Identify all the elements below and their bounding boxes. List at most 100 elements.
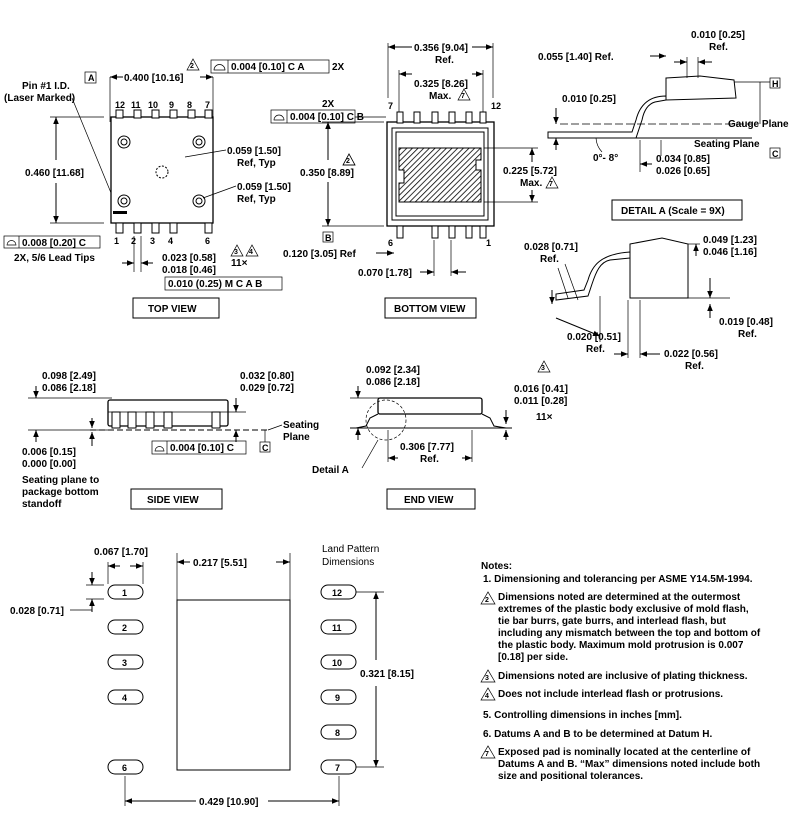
note-2-line: including any mismatch between the top a…	[498, 628, 761, 639]
hole-dim-2-sub: Ref, Typ	[237, 194, 276, 205]
end-detail-label: Detail A	[312, 465, 349, 476]
bottom-view-label: BOTTOM VIEW	[394, 304, 466, 315]
standoff-note-2: package bottom	[22, 487, 99, 498]
end-view-label: END VIEW	[404, 495, 454, 506]
standoff-note-3: standoff	[22, 499, 62, 510]
land-pad	[320, 654, 357, 670]
pad-label: 9	[335, 693, 340, 703]
pad-height-sub: Max.	[520, 178, 542, 189]
top-leads-lower	[115, 222, 213, 234]
detail-a-label-box	[611, 199, 743, 221]
foot-max-dim: 0.034 [0.85]	[656, 154, 710, 165]
lead-detail-left-dim: 0.028 [0.71]	[524, 242, 578, 253]
pin-label: 7	[205, 100, 210, 110]
mounting-hole	[117, 135, 206, 208]
note-1: 1. Dimensioning and tolerancing per ASME…	[483, 574, 753, 585]
pin-label: 8	[187, 100, 192, 110]
profile-tol-frame	[210, 59, 330, 74]
pin-label: 2	[131, 236, 136, 246]
land-pattern-title-2: Dimensions	[322, 557, 374, 568]
lead-detail-body	[629, 237, 689, 299]
pad-width-dim: 0.325 [8.26]	[414, 79, 468, 90]
note-2-line: the plastic body. Maximum mold protrusio…	[498, 640, 744, 651]
note-2-triangle	[186, 58, 200, 71]
end-height-max: 0.092 [2.34]	[366, 365, 420, 376]
pad-label: 3	[122, 658, 127, 668]
land-pad	[107, 654, 144, 670]
end-thick-count: 11×	[536, 412, 553, 423]
land-pad	[320, 619, 357, 635]
position-tol: 0.010 (0.25) M C A B	[168, 279, 262, 290]
pad-label: 12	[332, 588, 342, 598]
pin-label: 9	[169, 100, 174, 110]
bottom-profile-tol: 0.004 [0.10] C B	[290, 112, 364, 123]
lead-detail-bottom-left: 0.020 [0.51]	[567, 332, 621, 343]
land-pattern-title-1: Land Pattern	[322, 544, 379, 555]
pad-height-dim: 0.225 [5.72]	[503, 166, 557, 177]
bottom-profile-frame	[270, 109, 356, 124]
svg-text:7: 7	[461, 93, 465, 100]
svg-text:2: 2	[190, 63, 194, 70]
land-pad	[107, 759, 144, 775]
note-2-line: tie bar burrs, gate burrs, and interlead…	[498, 616, 726, 627]
note-6: 6. Datums A and B to be determined at Da…	[483, 729, 713, 740]
top-width-dim: 0.400 [10.16]	[124, 73, 184, 84]
end-height-min: 0.086 [2.18]	[366, 377, 420, 388]
note-5: 5. Controlling dimensions in inches [mm]…	[483, 710, 682, 721]
profile-tol: 0.004 [0.10] C A	[231, 62, 305, 73]
lead-detail-lead	[555, 251, 631, 301]
pin-label: 11	[131, 100, 141, 110]
lead-detail-foot-sub: Ref.	[738, 329, 757, 340]
svg-text:3: 3	[234, 249, 238, 256]
standoff-max: 0.006 [0.15]	[22, 447, 76, 458]
pin-label: 6	[388, 238, 393, 248]
end-view: 0.092 [2.34] 0.086 [2.18] Detail A 3 0.0…	[312, 360, 568, 510]
pin-label: 1	[114, 236, 119, 246]
top-height-dim: 0.460 [11.68]	[25, 168, 84, 179]
pad-label: 11	[332, 623, 342, 633]
note-7-line: Exposed pad is nominally located at the …	[498, 747, 751, 758]
profile-count: 2X	[332, 62, 345, 73]
datum-a-label: A	[88, 73, 95, 83]
detail-top-dim-sub: Ref.	[709, 42, 728, 53]
pin1-sublabel: (Laser Marked)	[4, 93, 75, 104]
svg-text:7: 7	[549, 181, 553, 188]
side-flat-tol: 0.004 [0.10] C	[170, 443, 234, 454]
side-plane-label: Plane	[283, 432, 310, 443]
note-2-line: extremes of the plastic body exclusive o…	[498, 604, 749, 615]
pad-length-dim: 0.067 [1.70]	[94, 547, 148, 558]
bottom-offset-dim: 0.120 [3.05] Ref	[283, 249, 356, 260]
notes-title: Notes:	[481, 561, 512, 572]
land-total-width: 0.429 [10.90]	[199, 797, 259, 808]
hole-dim-2: 0.059 [1.50]	[237, 182, 291, 193]
pad-width-dim: 0.028 [0.71]	[10, 606, 64, 617]
pad-label: 7	[335, 763, 340, 773]
detail-a-label: DETAIL A (Scale = 9X)	[621, 206, 725, 217]
lead-detail-bottom-right-sub: Ref.	[685, 361, 704, 372]
pad-label: 6	[122, 763, 127, 773]
land-pad	[320, 689, 357, 705]
pad-width-sub: Max.	[429, 91, 451, 102]
side-height-min: 0.086 [2.18]	[42, 383, 96, 394]
pad-label: 1	[122, 588, 127, 598]
lead-count: 11×	[231, 258, 248, 269]
notes: Notes: 1. Dimensioning and tolerancing p…	[480, 561, 761, 782]
lead-tip-note: 2X, 5/6 Lead Tips	[14, 253, 95, 264]
note-4: Does not include interlead flash or prot…	[498, 689, 723, 700]
side-view-label: SIDE VIEW	[147, 495, 199, 506]
side-flat-frame	[151, 440, 247, 455]
pin-label: 1	[486, 238, 491, 248]
side-view-label-box	[130, 488, 223, 510]
side-seating-label: Seating	[283, 420, 319, 431]
standoff-note-1: Seating plane to	[22, 475, 99, 486]
lead-tip-tol: 0.008 [0.20] C	[22, 238, 86, 249]
lead-width-dim: 0.023 [0.58]	[162, 253, 216, 264]
top-leads-upper	[115, 109, 213, 119]
detail-a-callout	[365, 399, 407, 441]
bottom-leads-lower	[396, 225, 487, 239]
right-pads	[320, 584, 357, 775]
bottom-width-sub: Ref.	[435, 55, 454, 66]
seating-plane-label: Seating Plane	[694, 139, 760, 150]
top-view-label: TOP VIEW	[148, 304, 197, 315]
